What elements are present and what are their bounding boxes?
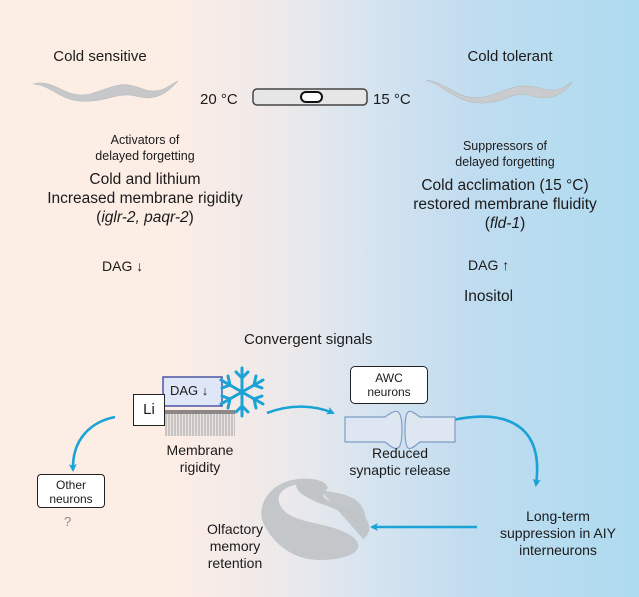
temperature-slider-thumb[interactable] xyxy=(300,91,323,103)
olfactory-memory-label: Olfactory memory retention xyxy=(206,521,263,571)
cold-tolerant-title: Cold tolerant xyxy=(467,48,553,65)
left-column: Activators of delayed forgetting Cold an… xyxy=(30,132,260,227)
activators-heading-2: delayed forgetting xyxy=(95,149,195,163)
membrane-rigidity-label: Membrane rigidity xyxy=(166,442,234,475)
dag-down-left: DAG ↓ xyxy=(102,258,144,274)
arrow-synapse-to-aiy xyxy=(452,415,541,487)
cold-sensitive-title: Cold sensitive xyxy=(53,48,147,65)
dag-up-right: DAG ↑ xyxy=(468,257,510,273)
dag-box xyxy=(162,376,223,407)
unknown-question-mark: ? xyxy=(64,514,72,529)
genes-left: (iglr-2, paqr-2) xyxy=(96,209,194,226)
suppressors-heading-1: Suppressors of xyxy=(462,139,548,153)
activators-heading-1: Activators of xyxy=(110,133,180,147)
membrane-rigidity-text: Increased membrane rigidity xyxy=(47,190,243,207)
reduced-synaptic-label: Reduced synaptic release xyxy=(349,445,451,478)
temp-right-label: 15 °C xyxy=(373,91,411,108)
long-term-suppression-label: Long-term suppression in AIY interneuron… xyxy=(500,508,616,558)
membrane-top-layer xyxy=(165,410,235,414)
worm-memory-icon xyxy=(261,478,366,560)
convergent-signals-title: Convergent signals xyxy=(244,331,373,348)
genes-right: (fld-1) xyxy=(484,215,526,232)
snowflake-icon xyxy=(219,366,265,418)
awc-neurons-box: AWC neurons xyxy=(350,366,428,404)
right-column: Suppressors of delayed forgetting Cold a… xyxy=(385,138,625,233)
cold-acclimation-text: Cold acclimation (15 °C) xyxy=(421,177,589,194)
temp-left-label: 20 °C xyxy=(200,91,238,108)
membrane-fluidity-text: restored membrane fluidity xyxy=(413,196,597,213)
arrow-li-to-other-neurons xyxy=(68,415,116,472)
synapse-icon xyxy=(344,410,456,449)
lithium-box: Li xyxy=(133,394,165,426)
worm-cold-tolerant-icon xyxy=(425,79,573,104)
cold-lithium-text: Cold and lithium xyxy=(89,171,201,188)
worm-cold-sensitive-icon xyxy=(32,80,179,102)
suppressors-heading-2: delayed forgetting xyxy=(455,155,555,169)
other-neurons-box: Other neurons xyxy=(37,474,105,508)
dag-box-label: DAG ↓ xyxy=(170,383,209,398)
membrane-bilayer-icon xyxy=(165,412,235,436)
inositol-text: Inositol xyxy=(464,288,514,305)
arrow-membrane-to-awc xyxy=(266,405,335,415)
